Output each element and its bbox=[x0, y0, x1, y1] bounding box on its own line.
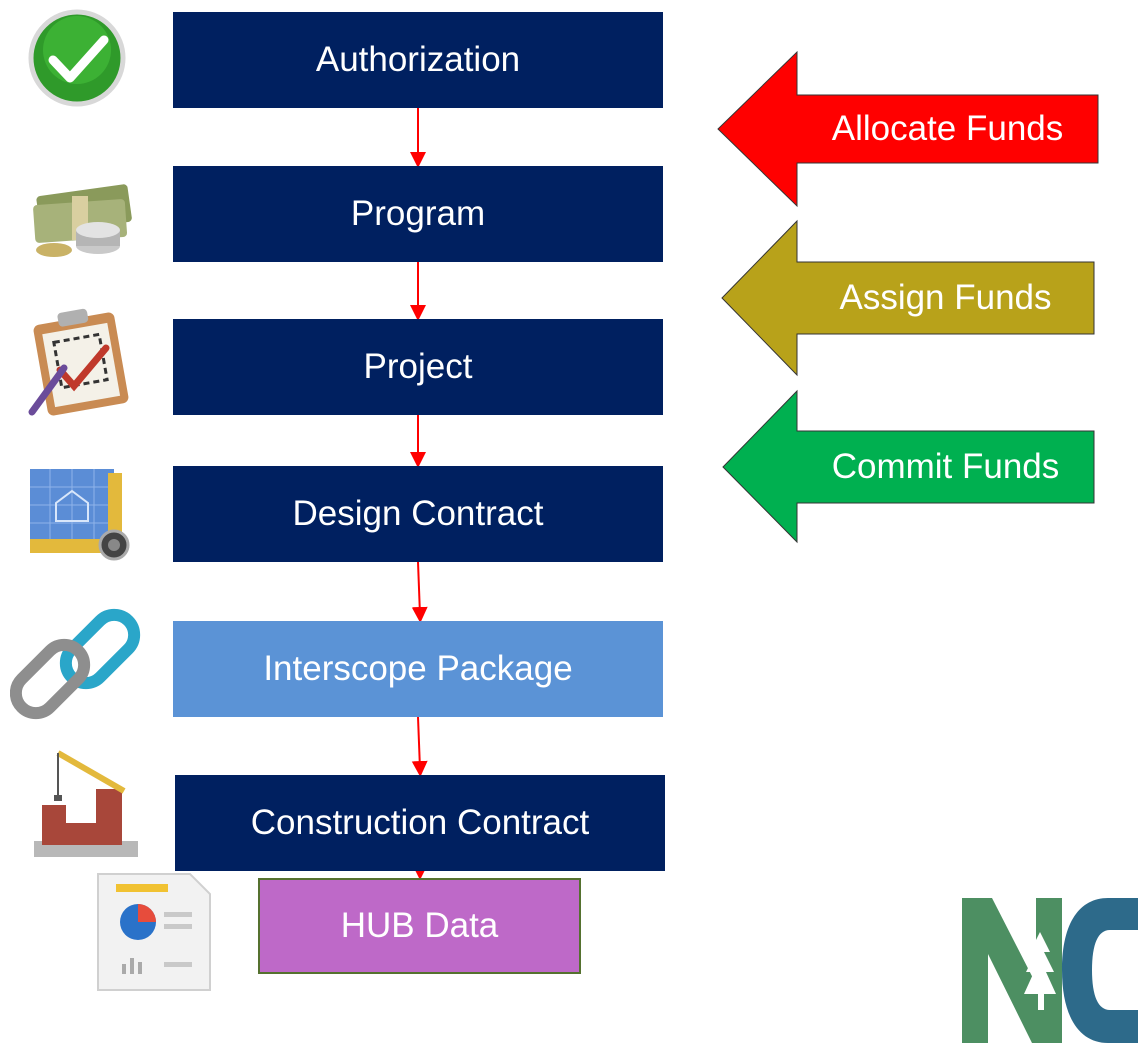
design-contract-label: Design Contract bbox=[292, 494, 544, 533]
allocate-funds-arrow bbox=[717, 50, 1099, 208]
project-label: Project bbox=[363, 347, 473, 386]
blueprint-ruler-icon bbox=[30, 469, 130, 561]
hub-data-box: HUB Data bbox=[258, 878, 581, 974]
allocate-funds-label: Allocate Funds bbox=[831, 109, 1064, 148]
money-stack-icon bbox=[33, 184, 132, 257]
crane-brick-wall-icon bbox=[34, 750, 138, 857]
commit-funds-label: Commit Funds bbox=[831, 447, 1060, 486]
commit-funds-arrow bbox=[722, 389, 1095, 544]
project-box: Project bbox=[173, 319, 663, 415]
interscope-package-label: Interscope Package bbox=[263, 649, 573, 688]
report-document-icon bbox=[97, 873, 211, 991]
connector-arrow bbox=[411, 716, 428, 777]
connector-arrow bbox=[411, 561, 428, 623]
hub-data-label: HUB Data bbox=[340, 906, 499, 945]
nc-logo-icon bbox=[958, 892, 1138, 1043]
authorization-box: Authorization bbox=[173, 12, 663, 108]
program-box: Program bbox=[173, 166, 663, 262]
assign-funds-label: Assign Funds bbox=[839, 278, 1052, 317]
interscope-package-box: Interscope Package bbox=[173, 621, 663, 717]
assign-funds-arrow bbox=[721, 219, 1095, 377]
construction-contract-box: Construction Contract bbox=[175, 775, 665, 871]
construction-contract-label: Construction Contract bbox=[250, 803, 590, 842]
design-contract-box: Design Contract bbox=[173, 466, 663, 562]
program-label: Program bbox=[350, 194, 486, 233]
green-checkmark-icon bbox=[28, 9, 126, 107]
chain-link-icon bbox=[10, 608, 141, 720]
clipboard-checklist-icon bbox=[28, 308, 129, 416]
authorization-label: Authorization bbox=[315, 40, 521, 79]
